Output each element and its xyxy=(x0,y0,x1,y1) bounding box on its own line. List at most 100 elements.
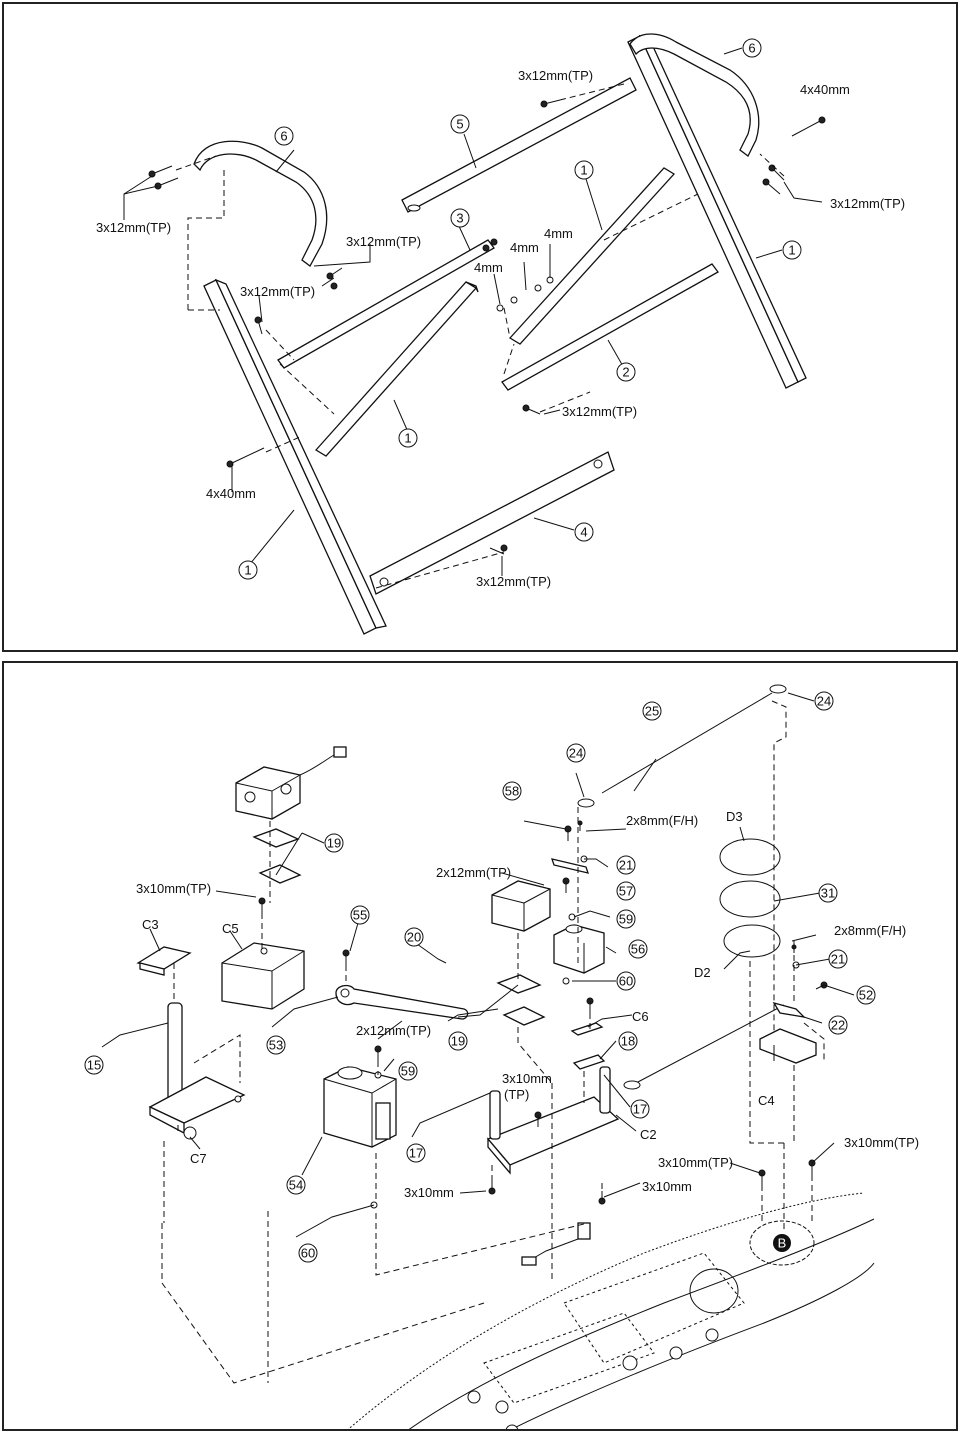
crossbar-5 xyxy=(401,77,637,213)
svg-text:20: 20 xyxy=(407,930,421,945)
label-3x10-right: 3x10mm xyxy=(642,1179,692,1194)
svg-text:60: 60 xyxy=(619,974,633,989)
svg-text:58: 58 xyxy=(505,784,519,799)
svg-text:24: 24 xyxy=(817,694,831,709)
svg-text:3: 3 xyxy=(456,211,463,226)
callout-59-right: 59 xyxy=(616,909,636,929)
svg-text:1: 1 xyxy=(788,243,795,258)
label-nut-4mm-b: 4mm xyxy=(510,240,539,255)
label-2x12-tp-lower: 2x12mm(TP) xyxy=(356,1023,431,1038)
callout-5: 5 xyxy=(450,114,470,134)
svg-text:60: 60 xyxy=(301,1246,315,1261)
bracket-c3 xyxy=(136,946,192,976)
label-2x12-tp-upper: 2x12mm(TP) xyxy=(436,865,511,880)
radio-install-diagram: B 3x10mm(TP) C3 C5 C7 2x12mm(TP) 2x12mm(… xyxy=(84,684,919,1429)
label-3x10-tp-mid-b: (TP) xyxy=(504,1087,529,1102)
servo-arm xyxy=(335,984,469,1020)
callout-58: 58 xyxy=(502,781,522,801)
callout-15: 15 xyxy=(84,1055,104,1075)
svg-text:6: 6 xyxy=(748,41,755,56)
callout-1-right: 1 xyxy=(782,240,802,260)
callout-24-mid: 24 xyxy=(566,743,586,763)
label-screw-mid: 3x12mm(TP) xyxy=(346,234,421,249)
crossbar-4 xyxy=(369,451,615,595)
radio-install-panel: B 3x10mm(TP) C3 C5 C7 2x12mm(TP) 2x12mm(… xyxy=(2,661,958,1431)
servo-56 xyxy=(553,924,605,974)
svg-text:19: 19 xyxy=(327,836,341,851)
callout-24-right: 24 xyxy=(814,691,834,711)
switch-c6 xyxy=(570,1022,606,1070)
label-2x8-fh-upper: 2x8mm(F/H) xyxy=(626,813,698,828)
foam-pad-lower xyxy=(496,974,546,1026)
receiver xyxy=(491,880,551,932)
label-screw-left: 3x12mm(TP) xyxy=(96,220,171,235)
crossbar-2 xyxy=(501,263,719,391)
callout-17-right: 17 xyxy=(630,1099,650,1119)
svg-text:31: 31 xyxy=(821,886,835,901)
svg-text:5: 5 xyxy=(456,117,463,132)
label-nut-4mm-c: 4mm xyxy=(544,226,573,241)
svg-text:1: 1 xyxy=(244,563,251,578)
svg-text:59: 59 xyxy=(401,1064,415,1079)
callout-6-left: 6 xyxy=(274,126,294,146)
callout-22: 22 xyxy=(828,1015,848,1035)
callout-60-right: 60 xyxy=(616,971,636,991)
svg-text:17: 17 xyxy=(633,1102,647,1117)
stand-assembly-panel: 3x12mm(TP) 4x40mm 3x12mm(TP) 3x12mm(TP) … xyxy=(2,2,958,652)
switch-harness xyxy=(521,1222,591,1266)
callout-1-mid: 1 xyxy=(398,428,418,448)
svg-text:B: B xyxy=(778,1236,787,1251)
callout-57: 57 xyxy=(616,881,636,901)
hatch-ring-d2 xyxy=(723,924,781,958)
label-screw-lower-left: 3x12mm(TP) xyxy=(240,284,315,299)
label-c3: C3 xyxy=(142,917,159,932)
label-screw-bottom: 3x12mm(TP) xyxy=(476,574,551,589)
marker-b: B xyxy=(773,1234,791,1252)
svg-text:59: 59 xyxy=(619,912,633,927)
box-c5 xyxy=(221,942,305,1010)
callout-19-lower: 19 xyxy=(448,1031,468,1051)
label-screw-right: 3x12mm(TP) xyxy=(830,196,905,211)
arch-frame-left xyxy=(193,140,328,267)
callout-53: 53 xyxy=(266,1035,286,1055)
svg-text:54: 54 xyxy=(289,1178,303,1193)
callout-1-top: 1 xyxy=(574,160,594,180)
base-c7 xyxy=(148,1076,246,1140)
callout-52: 52 xyxy=(856,985,876,1005)
callout-54: 54 xyxy=(286,1175,306,1195)
label-d3: D3 xyxy=(726,809,743,824)
linkage-25 xyxy=(577,684,787,808)
svg-text:15: 15 xyxy=(87,1058,101,1073)
label-c4: C4 xyxy=(758,1093,775,1108)
svg-text:56: 56 xyxy=(631,942,645,957)
screw-group xyxy=(148,99,826,555)
svg-text:52: 52 xyxy=(859,988,873,1003)
linkage-22 xyxy=(623,1001,806,1090)
svg-text:22: 22 xyxy=(831,1018,845,1033)
label-c7: C7 xyxy=(190,1151,207,1166)
callout-31: 31 xyxy=(818,883,838,903)
label-3x10-tp-mid-a: 3x10mm xyxy=(502,1071,552,1086)
svg-text:53: 53 xyxy=(269,1038,283,1053)
callout-17-left: 17 xyxy=(406,1143,426,1163)
servo-horn-57 xyxy=(551,858,589,874)
svg-text:17: 17 xyxy=(409,1146,423,1161)
label-d2: D2 xyxy=(694,965,711,980)
callout-21-mid: 21 xyxy=(616,855,636,875)
foam-pad-upper xyxy=(252,828,302,884)
label-c6: C6 xyxy=(632,1009,649,1024)
svg-text:25: 25 xyxy=(645,704,659,719)
assembly-guides xyxy=(175,83,785,589)
callout-19-upper: 19 xyxy=(324,833,344,853)
small-screws xyxy=(258,820,828,1209)
svg-text:21: 21 xyxy=(619,858,633,873)
callout-59-left: 59 xyxy=(398,1061,418,1081)
callout-56: 56 xyxy=(628,939,648,959)
label-nut-4mm-a: 4mm xyxy=(474,260,503,275)
hatch-ring-31 xyxy=(719,880,781,918)
svg-text:1: 1 xyxy=(404,431,411,446)
bottom-leaders xyxy=(101,692,855,1238)
svg-text:18: 18 xyxy=(621,1034,635,1049)
arch-frame-right xyxy=(629,33,760,157)
label-3x10-tp-left: 3x10mm(TP) xyxy=(136,881,211,896)
